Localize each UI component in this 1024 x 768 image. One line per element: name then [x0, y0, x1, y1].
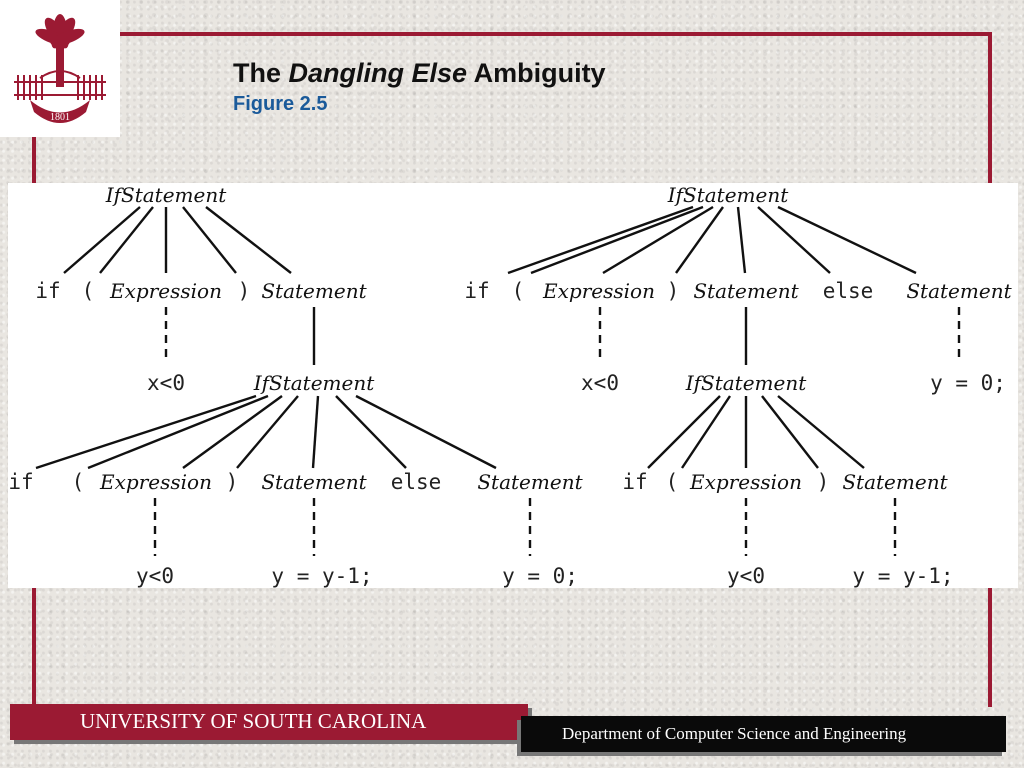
right-inner-if-keyword: if	[622, 470, 647, 494]
left-else-statement-node: Statement	[477, 470, 583, 494]
title-text-1: The	[233, 58, 282, 88]
right-inner-open-paren: (	[666, 470, 679, 494]
right-inner-condition-leaf: y<0	[727, 564, 765, 588]
right-tree-edges	[507, 205, 961, 556]
left-inner-close-paren: )	[226, 470, 239, 494]
right-inner-close-paren: )	[817, 470, 830, 494]
left-statement-node: Statement	[261, 279, 367, 303]
right-else-statement-node: Statement	[906, 279, 1012, 303]
parse-tree-diagram: IfStatement if ( Expression ) Statement …	[8, 183, 1018, 588]
left-if-keyword: if	[35, 279, 60, 303]
left-inner-condition-leaf: y<0	[136, 564, 174, 588]
logo-year: 1801	[50, 112, 70, 123]
right-open-paren: (	[512, 279, 525, 303]
right-if-keyword: if	[464, 279, 489, 303]
right-else-leaf: y = 0;	[930, 371, 1006, 395]
left-close-paren: )	[238, 279, 251, 303]
left-inner-statement-node: Statement	[261, 470, 367, 494]
left-else-keyword: else	[391, 470, 442, 494]
left-then-leaf: y = y-1;	[271, 564, 372, 588]
left-else-leaf: y = 0;	[502, 564, 578, 588]
university-footer-bar: UNIVERSITY OF SOUTH CAROLINA	[10, 704, 528, 740]
right-tree-nodes: IfStatement if ( Expression ) Statement …	[464, 183, 1012, 588]
frame-top-line	[120, 32, 992, 36]
palmetto-tree-seal-icon: 1801	[14, 14, 106, 123]
left-inner-if-keyword: if	[8, 470, 33, 494]
department-footer-bar: Department of Computer Science and Engin…	[521, 716, 1006, 752]
right-expression-node: Expression	[542, 279, 655, 303]
left-inner-open-paren: (	[72, 470, 85, 494]
slide-header: The Dangling Else Ambiguity Figure 2.5	[233, 57, 606, 116]
university-logo: 1801	[0, 0, 120, 137]
left-inner-expression-node: Expression	[99, 470, 212, 494]
right-condition-leaf: x<0	[581, 371, 619, 395]
left-open-paren: (	[82, 279, 95, 303]
left-nested-ifstatement-node: IfStatement	[253, 371, 376, 395]
slide-subtitle: Figure 2.5	[233, 93, 328, 116]
left-condition-leaf: x<0	[147, 371, 185, 395]
university-name: UNIVERSITY OF SOUTH CAROLINA	[80, 709, 427, 733]
slide-title: The Dangling Else Ambiguity	[233, 57, 606, 89]
department-name: Department of Computer Science and Engin…	[562, 724, 907, 743]
right-inner-expression-node: Expression	[689, 470, 802, 494]
left-tree-nodes: IfStatement if ( Expression ) Statement …	[8, 183, 583, 588]
left-tree-edges	[35, 206, 532, 556]
right-else-keyword: else	[823, 279, 874, 303]
right-nested-ifstatement-node: IfStatement	[685, 371, 808, 395]
right-then-leaf: y = y-1;	[852, 564, 953, 588]
right-close-paren: )	[667, 279, 680, 303]
right-inner-statement-node: Statement	[842, 470, 948, 494]
left-expression-node: Expression	[109, 279, 222, 303]
parse-trees-svg: IfStatement if ( Expression ) Statement …	[8, 183, 1012, 588]
right-root-node: IfStatement	[667, 183, 790, 207]
title-text-italic: Dangling Else	[288, 58, 468, 88]
left-root-node: IfStatement	[105, 183, 228, 207]
right-statement-node: Statement	[693, 279, 799, 303]
title-text-2: Ambiguity	[473, 58, 606, 88]
